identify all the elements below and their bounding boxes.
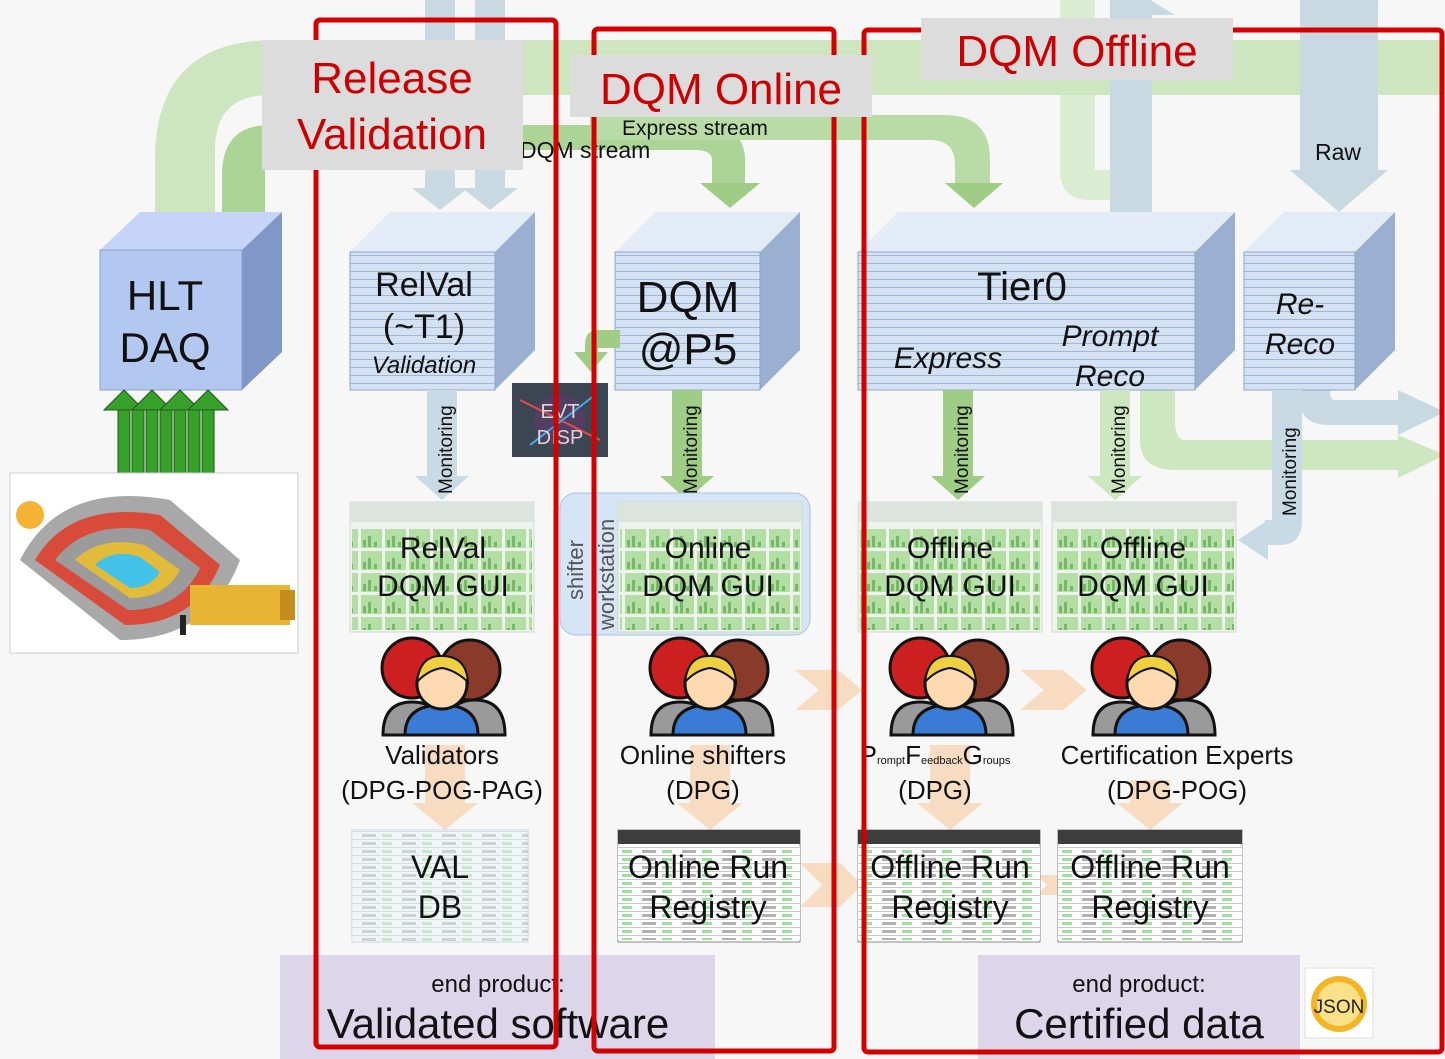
certified-data-label: Certified data	[1014, 1000, 1264, 1047]
end-product-software: end product: Validated software	[280, 955, 715, 1059]
cert-experts-label: Certification Experts	[1061, 740, 1294, 770]
release-title: Release	[311, 54, 472, 103]
json-logo-text: JSON	[1314, 997, 1365, 1018]
dqm-offline-title-bg	[921, 18, 1233, 80]
relval-validation: Validation	[372, 352, 477, 379]
online-run-label: Online Run	[628, 849, 788, 885]
pfg-people-icon	[888, 636, 1015, 737]
release-validation-frame	[313, 17, 559, 1050]
gui-subtitle-online: DQM GUI	[642, 570, 774, 603]
validators-sub-label: (DPG-POG-PAG)	[341, 775, 543, 805]
val-db: VAL DB	[351, 829, 529, 943]
end-product-data: end product: Certified data	[978, 955, 1300, 1059]
gui-title-relval: RelVal	[400, 532, 486, 565]
daq-label: DAQ	[119, 324, 210, 371]
offline-dqm-gui-express: Offline DQM GUI	[857, 501, 1043, 633]
pfg-label: PromptFeedbackGroups	[860, 740, 1011, 770]
hlt-daq-box: HLT DAQ	[99, 212, 282, 391]
tier0-title: Tier0	[977, 265, 1067, 309]
monitoring-label-rereco: Monitoring	[1280, 427, 1301, 516]
evt-label: EVT	[541, 401, 580, 423]
monitoring-arrows	[415, 330, 1302, 560]
cms-detector-image	[9, 472, 299, 654]
p5-title: @P5	[639, 325, 737, 374]
offline-run-label-1: Offline Run	[870, 849, 1030, 885]
offline-registry-label-1: Registry	[891, 889, 1008, 925]
hlt-label: HLT	[127, 272, 203, 319]
val-label: VAL	[411, 849, 469, 885]
pfg-sub-label: (DPG)	[898, 775, 972, 805]
monitoring-label-dqm: Monitoring	[681, 405, 702, 494]
validators-label: Validators	[385, 740, 499, 770]
monitoring-labels: Monitoring Monitoring Monitoring Monitor…	[436, 405, 1301, 516]
gui-subtitle-offline-1: DQM GUI	[884, 570, 1016, 603]
monitoring-label-prompt: Monitoring	[1109, 405, 1130, 494]
online-run-registry: Online Run Registry	[617, 829, 801, 943]
cert-experts-sub-label: (DPG-POG)	[1107, 775, 1247, 805]
gui-title-offline-1: Offline	[907, 532, 993, 565]
disp-label: DISP	[537, 427, 584, 449]
validated-software-label: Validated software	[327, 1000, 669, 1047]
dqm-online-title-bg	[570, 55, 872, 117]
rereco-box: Re- Reco	[1243, 212, 1395, 391]
json-logo: JSON	[1304, 967, 1374, 1039]
offline-run-registry-2: Offline Run Registry	[1057, 829, 1243, 943]
gui-title-online: Online	[665, 532, 752, 565]
region-frames	[313, 17, 1445, 1055]
shifter-label: shifter	[563, 540, 588, 600]
gui-title-offline-2: Offline	[1100, 532, 1186, 565]
online-registry-label: Registry	[649, 889, 766, 925]
online-shifters-sub-label: (DPG)	[666, 775, 740, 805]
offline-run-label-2: Offline Run	[1070, 849, 1230, 885]
dqm-stream-label: DQM stream	[520, 137, 650, 163]
release-validation-title-bg	[262, 40, 523, 170]
relval-title: RelVal	[375, 266, 473, 304]
detector-arrows	[102, 389, 230, 477]
offline-run-registry-1: Offline Run Registry	[857, 829, 1041, 943]
offline-registry-label-2: Registry	[1091, 889, 1208, 925]
gui-subtitle-offline-2: DQM GUI	[1077, 570, 1209, 603]
dqm-title: DQM	[637, 273, 740, 322]
validators-people-icon	[380, 636, 507, 737]
end-product-label-2: end product:	[1072, 971, 1205, 998]
re-label: Re-	[1276, 288, 1324, 321]
cert-experts-people-icon	[1090, 636, 1217, 737]
online-shifters-people-icon	[648, 636, 775, 737]
gui-subtitle-relval: DQM GUI	[377, 570, 509, 603]
workstation-label: workstation	[594, 519, 619, 631]
dqm-p5-box: DQM @P5	[614, 212, 800, 391]
validation-title: Validation	[297, 110, 487, 159]
db-label: DB	[418, 889, 462, 925]
dqm-online-frame	[591, 26, 837, 1054]
raw-label: Raw	[1315, 139, 1361, 165]
end-product-label-1: end product:	[431, 971, 564, 998]
relval-box: RelVal (~T1) Validation	[349, 212, 535, 391]
dqm-offline-title: DQM Offline	[956, 27, 1197, 76]
relval-dqm-gui: RelVal DQM GUI	[349, 501, 535, 633]
monitoring-label-express: Monitoring	[952, 405, 973, 494]
reco2-label: Reco	[1265, 328, 1335, 361]
express-stream-label: Express stream	[622, 117, 768, 140]
dqm-online-title: DQM Online	[600, 65, 842, 114]
reco-label: Reco	[1075, 360, 1145, 393]
tier0-box: Tier0 Express Prompt Reco	[857, 212, 1235, 393]
relval-t1: (~T1)	[383, 308, 465, 346]
offline-dqm-gui-prompt: Offline DQM GUI	[1051, 501, 1237, 633]
express-label: Express	[894, 342, 1002, 375]
online-shifters-label: Online shifters	[620, 740, 786, 770]
monitoring-label-relval: Monitoring	[436, 405, 457, 494]
peach-arrows	[412, 670, 1183, 907]
prompt-label: Prompt	[1062, 320, 1160, 353]
online-dqm-gui: Online DQM GUI	[617, 501, 803, 633]
